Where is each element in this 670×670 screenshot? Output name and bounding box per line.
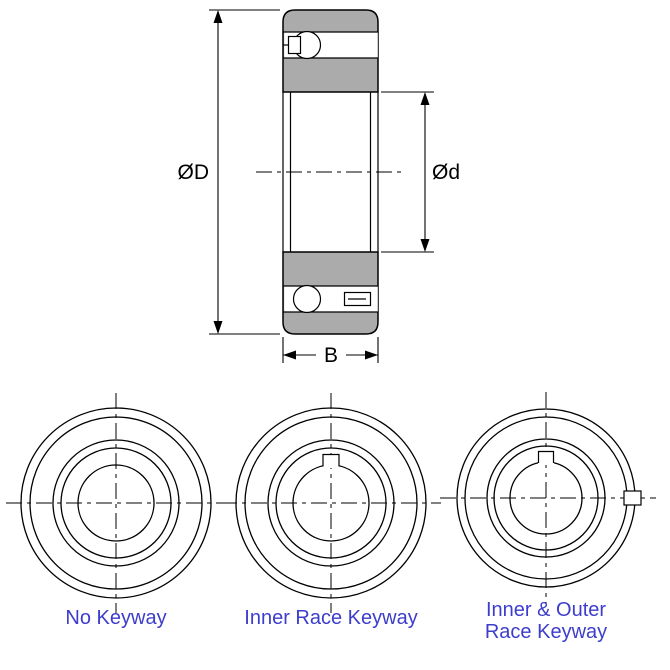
od-arrow-top	[213, 10, 223, 23]
outer-ring-inner-circle-2	[244, 416, 418, 590]
id-arrow-bottom	[420, 239, 430, 252]
inner-ring-inner-circle-2	[275, 447, 387, 559]
inner-keyway-notch-2	[322, 453, 340, 467]
inner-keyway-erase-2	[322, 454, 340, 468]
front-view-no-keyway: No Keyway	[6, 393, 226, 629]
id-arrow-top	[420, 92, 430, 105]
outer-keyway-notch-3	[623, 490, 642, 506]
b-arrow-left	[283, 350, 296, 360]
dimension-width: B	[282, 337, 379, 367]
id-label: Ød	[432, 161, 460, 184]
dimension-outer-diameter: ØD	[178, 9, 280, 335]
cross-section-view: ØD Ød B	[178, 9, 460, 367]
inner-keyway-erase-3	[538, 451, 554, 465]
dimension-inner-diameter: Ød	[381, 91, 460, 253]
b-label: B	[324, 344, 338, 367]
front-view-inner-keyway: Inner Race Keyway	[221, 393, 441, 629]
b-arrow-right	[365, 350, 378, 360]
outer-ring-inner-circle-1	[29, 416, 203, 590]
view-label-inner-keyway: Inner Race Keyway	[244, 607, 417, 629]
od-arrow-bottom	[213, 321, 223, 334]
clip-detail-top	[287, 35, 302, 55]
inner-ring-outer-circle-3	[486, 438, 606, 558]
inner-keyway-notch-3	[537, 450, 555, 463]
front-view-inner-outer-keyway: Inner & Outer Race Keyway	[440, 392, 656, 643]
view-label-inner-outer-line1: Inner & Outer	[486, 599, 606, 621]
inner-ring-outer-circle-1	[52, 439, 180, 567]
ball-bottom	[292, 284, 322, 314]
outer-circle-2	[235, 407, 427, 599]
inner-ring-inner-circle-1	[60, 447, 172, 559]
od-label: ØD	[178, 161, 210, 184]
inner-ring-inner-circle-3	[493, 445, 599, 551]
inner-ring-outer-circle-2	[267, 439, 395, 567]
view-label-no-keyway: No Keyway	[65, 607, 166, 629]
bore-circle-1	[77, 464, 155, 542]
outer-circle-1	[20, 407, 212, 599]
view-label-inner-outer-line2: Race Keyway	[485, 621, 607, 643]
